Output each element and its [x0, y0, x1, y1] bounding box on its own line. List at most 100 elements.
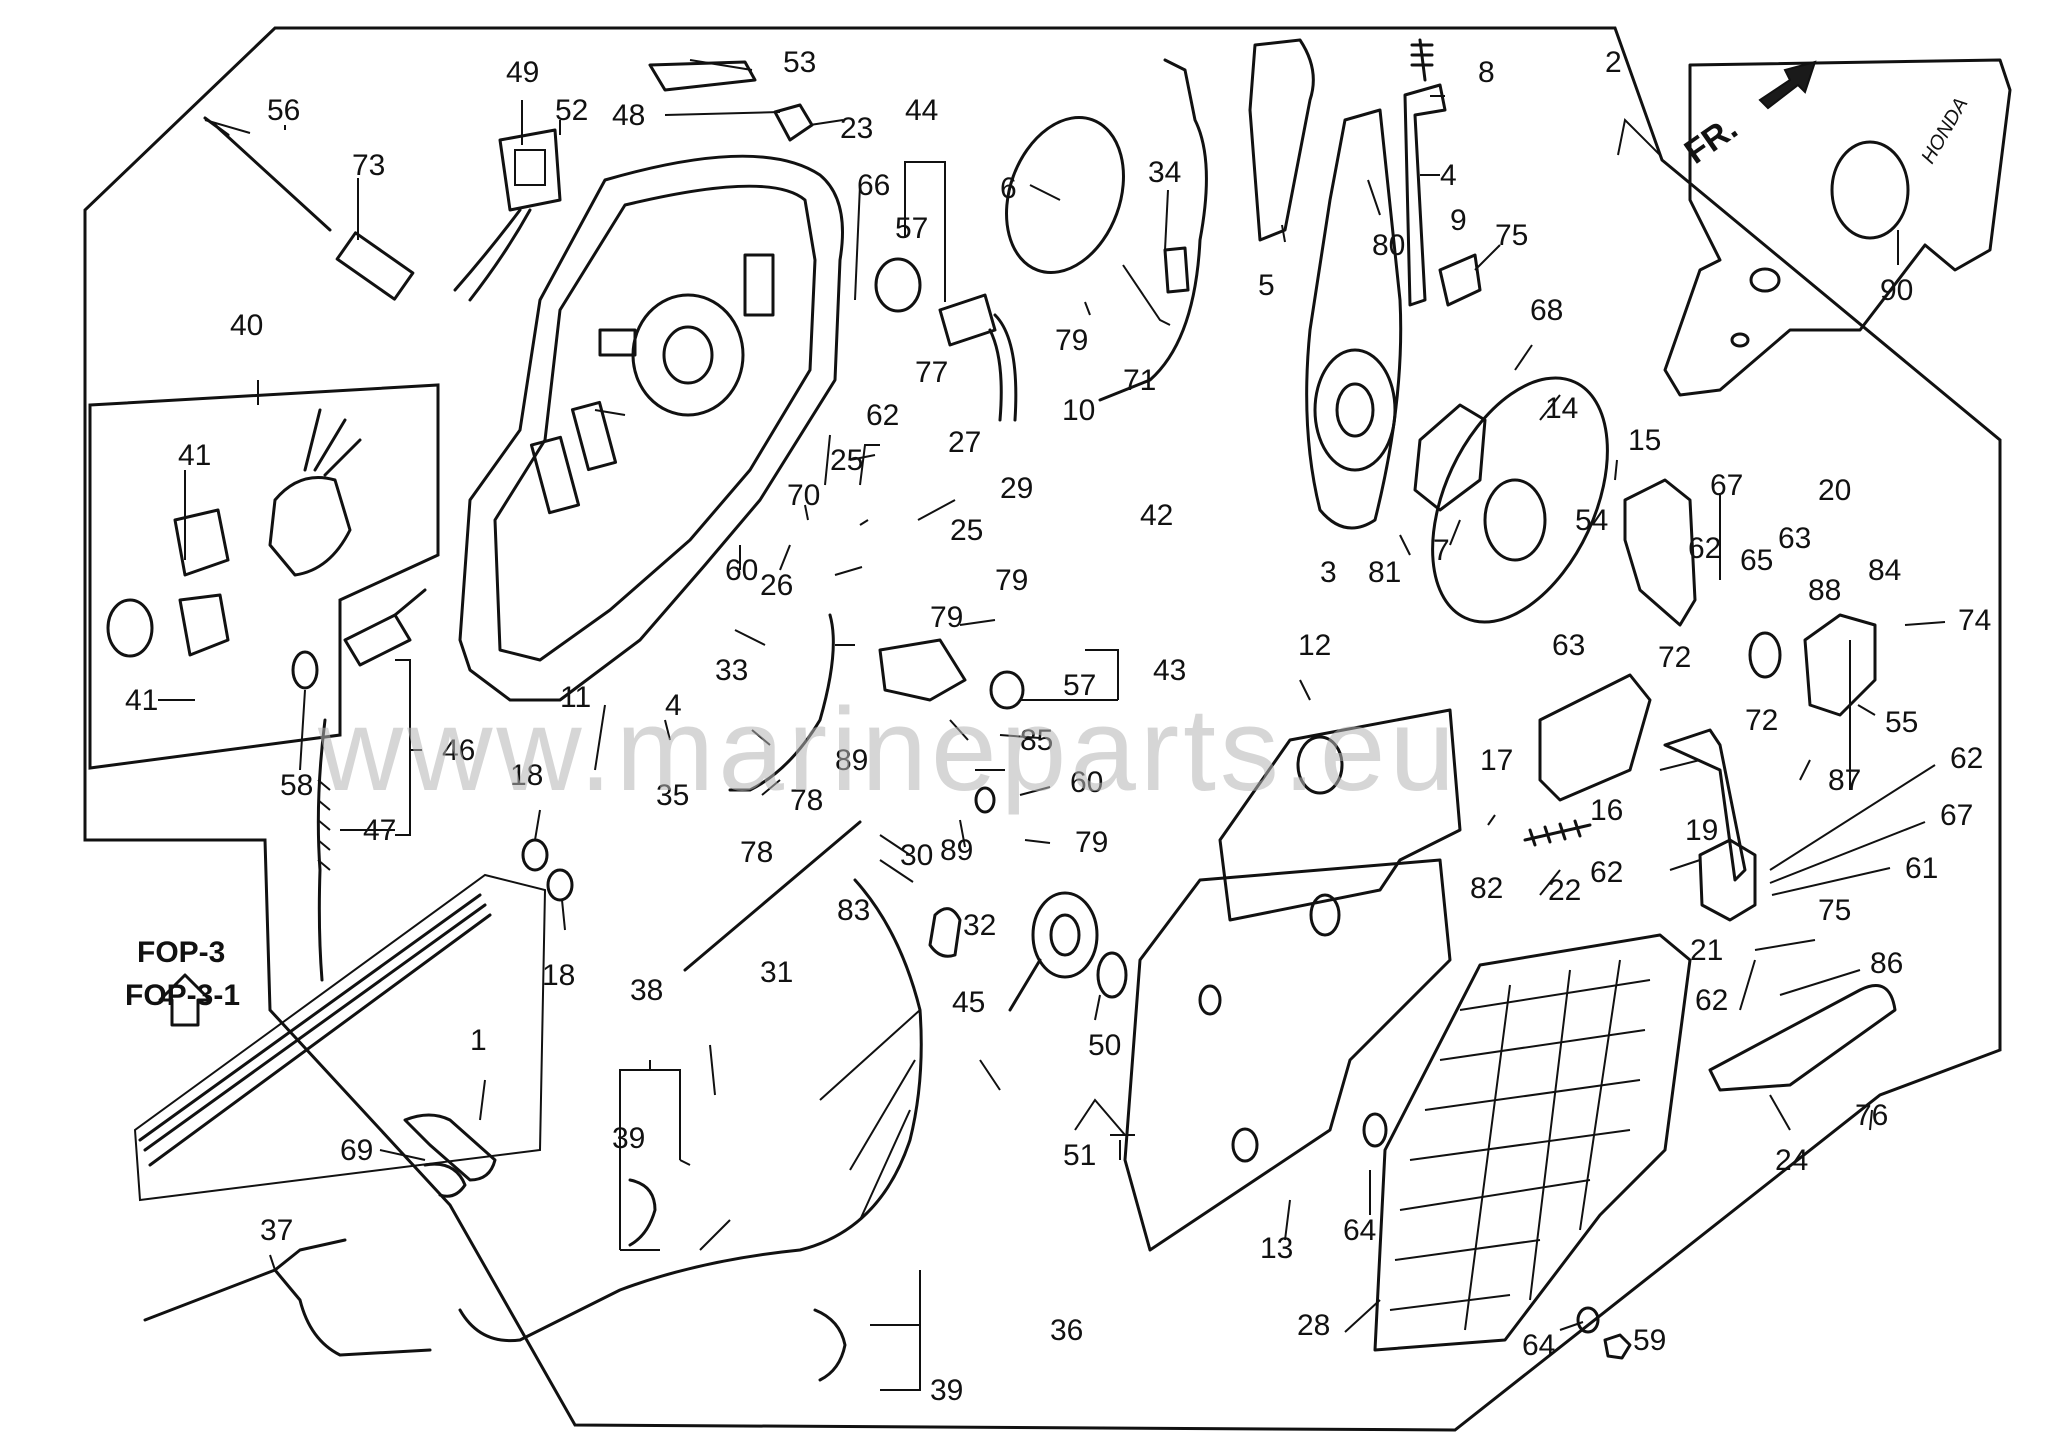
washer-64-upper	[1362, 1112, 1388, 1148]
callout-33: 33	[715, 654, 748, 687]
callout-80: 80	[1372, 229, 1405, 262]
callout-60-upper: 60	[725, 554, 758, 587]
grommet-48	[773, 103, 814, 142]
cap-53	[648, 60, 757, 92]
side-panel-12	[1218, 708, 1462, 922]
callout-83: 83	[837, 894, 870, 927]
callout-61: 61	[1905, 852, 1938, 885]
callout-73: 73	[352, 149, 385, 182]
callout-57-upper: 57	[895, 212, 928, 245]
ring-6	[1005, 116, 1125, 274]
watermark: www.marineparts.eu	[317, 684, 1459, 816]
callout-70: 70	[787, 479, 820, 512]
callout-26: 26	[760, 569, 793, 602]
clip-39-upper	[628, 1178, 657, 1247]
hose-1	[403, 1113, 497, 1182]
callout-63-mid: 63	[1552, 629, 1585, 662]
reference-label-fop-3: FOP-3	[137, 936, 225, 969]
harness-42	[1098, 58, 1208, 402]
callout-82: 82	[1470, 872, 1503, 905]
callout-64-lower: 64	[1522, 1329, 1555, 1362]
front-direction-label: FR.	[1678, 109, 1745, 172]
callout-63-right: 63	[1778, 522, 1811, 555]
subassembly-box-40	[88, 383, 440, 770]
bolt-56	[203, 116, 332, 232]
callout-15: 15	[1628, 424, 1661, 457]
callout-34: 34	[1148, 156, 1181, 189]
callout-27: 27	[948, 426, 981, 459]
callout-77: 77	[915, 356, 948, 389]
callout-40: 40	[230, 309, 263, 342]
grommet-45	[928, 907, 962, 958]
cam-7	[1413, 403, 1487, 512]
leader-lines	[158, 59, 1946, 1391]
callout-43: 43	[1153, 654, 1186, 687]
cable-group-frame	[133, 873, 547, 1202]
spring-22	[1523, 819, 1592, 847]
bushing-32	[1008, 891, 1099, 1012]
callout-48: 48	[612, 99, 645, 132]
callout-67-upper: 67	[1710, 469, 1743, 502]
callout-62-left: 62	[1590, 856, 1623, 889]
callout-2: 2	[1605, 46, 1622, 79]
switch-43	[878, 638, 967, 702]
callout-12: 12	[1298, 629, 1331, 662]
grommet-18-upper	[521, 838, 549, 872]
callout-18-upper: 18	[510, 759, 543, 792]
callout-69: 69	[340, 1134, 373, 1167]
harness-branch	[699, 1009, 921, 1251]
grommet-18-lower	[546, 868, 574, 902]
callout-39-upper: 39	[612, 1122, 645, 1155]
callout-30: 30	[900, 839, 933, 872]
callout-4-lower: 4	[665, 689, 682, 722]
callout-32: 32	[963, 909, 996, 942]
arm-19	[1663, 728, 1747, 882]
callout-55: 55	[1885, 706, 1918, 739]
nut-59	[1603, 1333, 1632, 1360]
control-body-3	[1305, 108, 1403, 530]
callout-90: 90	[1880, 274, 1913, 307]
callout-10: 10	[1062, 394, 1095, 427]
callout-25-upper: 25	[830, 444, 863, 477]
callout-68: 68	[1530, 294, 1563, 327]
callout-84: 84	[1868, 554, 1901, 587]
callout-53: 53	[783, 46, 816, 79]
callout-62-lower: 62	[1695, 984, 1728, 1017]
callout-37: 37	[260, 1214, 293, 1247]
handle-block-20	[1803, 613, 1877, 717]
callout-14: 14	[1545, 392, 1578, 425]
brand-mark: HONDA	[1917, 94, 1972, 168]
callout-21: 21	[1690, 934, 1723, 967]
callout-17: 17	[1480, 744, 1513, 777]
callout-89-right: 89	[940, 834, 973, 867]
callout-46: 46	[442, 734, 475, 767]
callout-62-mid: 62	[866, 399, 899, 432]
callout-7: 7	[1433, 534, 1450, 567]
callout-89-left: 89	[835, 744, 868, 777]
callout-71: 71	[1123, 364, 1156, 397]
callout-47: 47	[363, 814, 396, 847]
callout-86: 86	[1870, 947, 1903, 980]
main-harness-36	[458, 878, 923, 1343]
callout-75-upper: 75	[1495, 219, 1528, 252]
callout-9: 9	[1450, 204, 1467, 237]
callout-62-right: 62	[1950, 742, 1983, 775]
callout-23: 23	[840, 112, 873, 145]
callout-88: 88	[1808, 574, 1841, 607]
front-direction-arrow: FR.	[1678, 60, 1817, 172]
callout-66: 66	[857, 169, 890, 202]
callout-22: 22	[1548, 874, 1581, 907]
block-9	[1438, 253, 1482, 307]
callout-42: 42	[1140, 499, 1173, 532]
callout-79-mid: 79	[930, 601, 963, 634]
callout-79-top: 79	[1055, 324, 1088, 357]
cable-spring-46-47	[291, 588, 427, 982]
callout-65: 65	[1740, 544, 1773, 577]
lever-5	[1248, 38, 1315, 242]
callout-62-upper: 62	[1688, 532, 1721, 565]
callout-57-lower: 57	[1063, 669, 1096, 702]
arm-4	[1403, 83, 1447, 307]
switch-44	[874, 257, 1018, 422]
key-assembly-41	[106, 408, 362, 658]
